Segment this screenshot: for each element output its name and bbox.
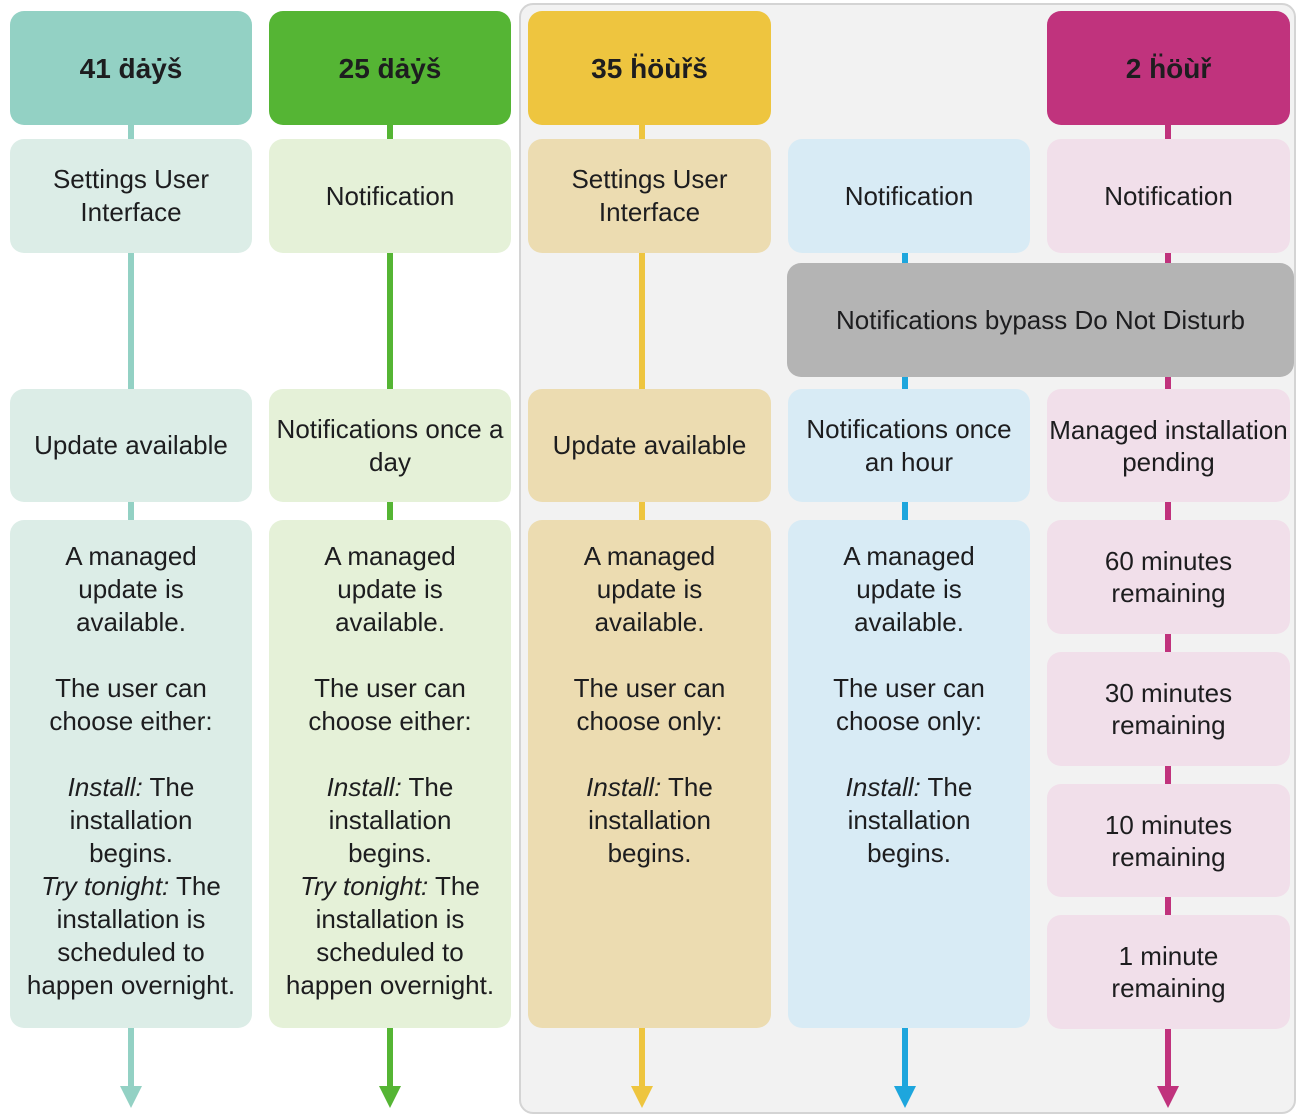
- duration-header: 25 ḋȧẏš: [269, 11, 511, 125]
- desc-line: A managed update is available.: [324, 541, 456, 637]
- duration-header: 35 ḧöùřš: [528, 11, 771, 125]
- option-label: Install:: [586, 772, 662, 802]
- countdown-box: 10 minutes remaining: [1047, 784, 1290, 897]
- status-box: Managed installation pending: [1047, 389, 1290, 502]
- countdown-box: 60 minutes remaining: [1047, 520, 1290, 634]
- arrow-down-icon: [120, 1086, 142, 1108]
- option-install: Install: The installation begins.: [790, 771, 1028, 870]
- description-box: A managed update is available. The user …: [269, 520, 511, 1028]
- option-label: Try tonight:: [300, 871, 429, 901]
- option-label: Install:: [845, 772, 921, 802]
- arrow-down-icon: [631, 1086, 653, 1108]
- arrow-down-icon: [894, 1086, 916, 1108]
- ui-type-box: Notification: [269, 139, 511, 253]
- ui-type-box: Settings User Interface: [528, 139, 771, 253]
- desc-line: A managed update is available.: [583, 541, 716, 637]
- option-install: Install: The installation begins.: [271, 771, 509, 870]
- arrow-down-icon: [379, 1086, 401, 1108]
- ui-type-box: Notification: [788, 139, 1030, 253]
- description-box: A managed update is available. The user …: [788, 520, 1030, 1028]
- option-install: Install: The installation begins.: [12, 771, 250, 870]
- countdown-box: 30 minutes remaining: [1047, 652, 1290, 766]
- status-box: Notifications once a day: [269, 389, 511, 502]
- duration-header: 41 ḋȧẏš: [10, 11, 252, 125]
- desc-line: The user can choose only:: [833, 673, 985, 736]
- duration-header: 2 ḧöùř: [1047, 11, 1290, 125]
- desc-line: The user can choose either:: [49, 673, 213, 736]
- option-text: The installation begins.: [328, 772, 454, 868]
- status-box: Notifications once an hour: [788, 389, 1030, 502]
- description-box: A managed update is available. The user …: [528, 520, 771, 1028]
- option-label: Install:: [326, 772, 402, 802]
- option-text: The installation begins.: [588, 772, 713, 868]
- option-label: Try tonight:: [41, 871, 170, 901]
- option-install: Install: The installation begins.: [530, 771, 769, 870]
- status-box: Update available: [10, 389, 252, 502]
- ui-type-box: Notification: [1047, 139, 1290, 253]
- desc-line: A managed update is available.: [65, 541, 197, 637]
- option-try-tonight: Try tonight: The installation is schedul…: [12, 870, 250, 1002]
- bypass-dnd-bar: Notifications bypass Do Not Disturb: [787, 263, 1294, 377]
- option-text: The installation is scheduled to happen …: [26, 871, 236, 1000]
- option-label: Install:: [67, 772, 143, 802]
- option-text: The installation begins.: [69, 772, 195, 868]
- description-box: A managed update is available. The user …: [10, 520, 252, 1028]
- status-box: Update available: [528, 389, 771, 502]
- option-try-tonight: Try tonight: The installation is schedul…: [271, 870, 509, 1002]
- desc-line: A managed update is available.: [843, 541, 975, 637]
- desc-line: The user can choose only:: [573, 673, 726, 736]
- arrow-down-icon: [1157, 1086, 1179, 1108]
- desc-line: The user can choose either:: [308, 673, 472, 736]
- countdown-box: 1 minute remaining: [1047, 915, 1290, 1029]
- ui-type-box: Settings User Interface: [10, 139, 252, 253]
- option-text: The installation is scheduled to happen …: [285, 871, 495, 1000]
- option-text: The installation begins.: [847, 772, 973, 868]
